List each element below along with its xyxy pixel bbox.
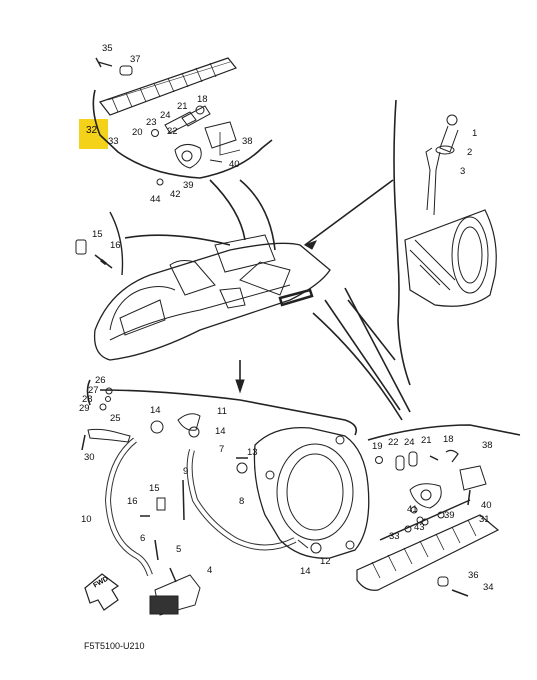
callout-10: 10 [81,514,92,525]
callout-26: 26 [95,375,106,386]
callout-8: 8 [239,496,245,507]
callout-14-b: 14 [215,426,226,437]
detail-boundary-bottom-left [86,379,358,436]
callout-7: 7 [219,444,225,455]
spacer-37 [119,65,133,76]
callout-15: 15 [92,229,103,240]
callout-21-b: 21 [421,435,432,446]
callout-24-b: 24 [404,437,415,448]
callout-24: 24 [160,110,171,121]
callout-5: 5 [176,544,182,555]
callout-4: 4 [207,565,213,576]
fwd-arrow [84,573,120,611]
callout-31: 31 [479,514,490,525]
callout-22: 22 [167,126,178,137]
callout-39-b: 39 [444,510,455,521]
callout-44: 44 [150,194,161,205]
callout-33: 33 [108,136,119,147]
intake-grate-bottom [356,514,500,591]
engine-housing-bottom [253,426,370,559]
callout-1: 1 [472,128,478,139]
callout-32: 32 [86,125,98,136]
callout-14-c: 14 [300,566,311,577]
callout-33-b: 33 [389,531,400,542]
callout-28: 28 [82,394,93,405]
callout-25: 25 [110,413,121,424]
callout-39: 39 [183,180,194,191]
callout-9: 9 [183,466,189,477]
callout-30: 30 [84,452,95,463]
detail-boundary-right [393,99,411,386]
callout-43: 43 [414,522,425,533]
callout-15-b: 15 [149,483,160,494]
callout-37: 37 [130,54,141,65]
callout-16-b: 16 [127,496,138,507]
jet-pump-housing [404,209,497,307]
callout-35: 35 [102,43,113,54]
detail-boundary-top-left [92,89,273,179]
callout-19: 19 [372,441,383,452]
callout-2: 2 [467,147,473,158]
bolt-35 [95,57,113,68]
callout-38: 38 [242,136,253,147]
detail-boundary-left [109,211,124,276]
callout-6: 6 [140,533,146,544]
callout-42: 42 [170,189,181,200]
callout-3: 3 [460,166,466,177]
callout-12: 12 [320,556,331,567]
callout-13: 13 [247,447,258,458]
callout-40: 40 [229,159,240,170]
callout-41: 41 [407,504,418,515]
callout-22-b: 22 [388,437,399,448]
callout-40-b: 40 [481,500,492,511]
callout-29: 29 [79,403,90,414]
callout-34: 34 [483,582,494,593]
callout-18-b: 18 [443,434,454,445]
callout-18: 18 [197,94,208,105]
callout-38-b: 38 [482,440,493,451]
intake-grate-top [99,57,237,116]
callout-20: 20 [132,127,143,138]
callout-11: 11 [217,406,227,417]
hose-10 [104,437,153,577]
detail-boundary-bottom-right [367,424,521,441]
callout-36: 36 [468,570,479,581]
callout-14: 14 [150,405,161,416]
callout-21: 21 [177,101,188,112]
callout-16: 16 [110,240,121,251]
watercraft-hull [93,242,331,361]
callout-27: 27 [88,385,99,396]
callout-23: 23 [146,117,157,128]
highlight-marker [79,119,108,149]
diagram-code: F5T5100-U210 [84,641,145,651]
